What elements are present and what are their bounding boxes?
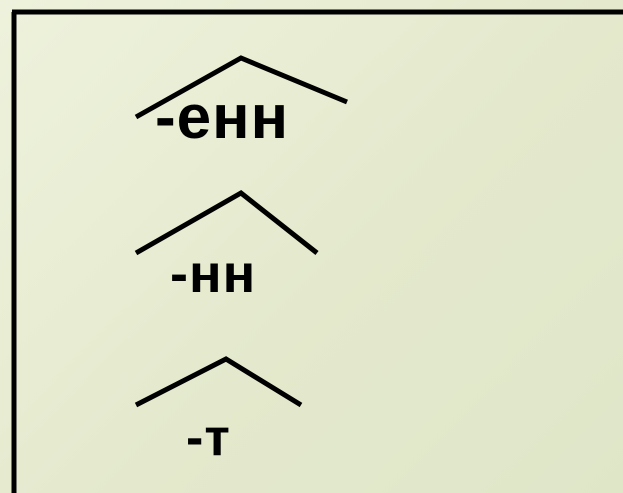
suffix-nn: -нн <box>170 244 257 304</box>
suffix-arc-1 <box>134 55 348 120</box>
suffix-arc-2 <box>134 189 319 256</box>
suffix-arc-3 <box>134 356 303 408</box>
suffix-enn: -енн <box>155 83 290 152</box>
suffix-t: -т <box>186 409 231 467</box>
